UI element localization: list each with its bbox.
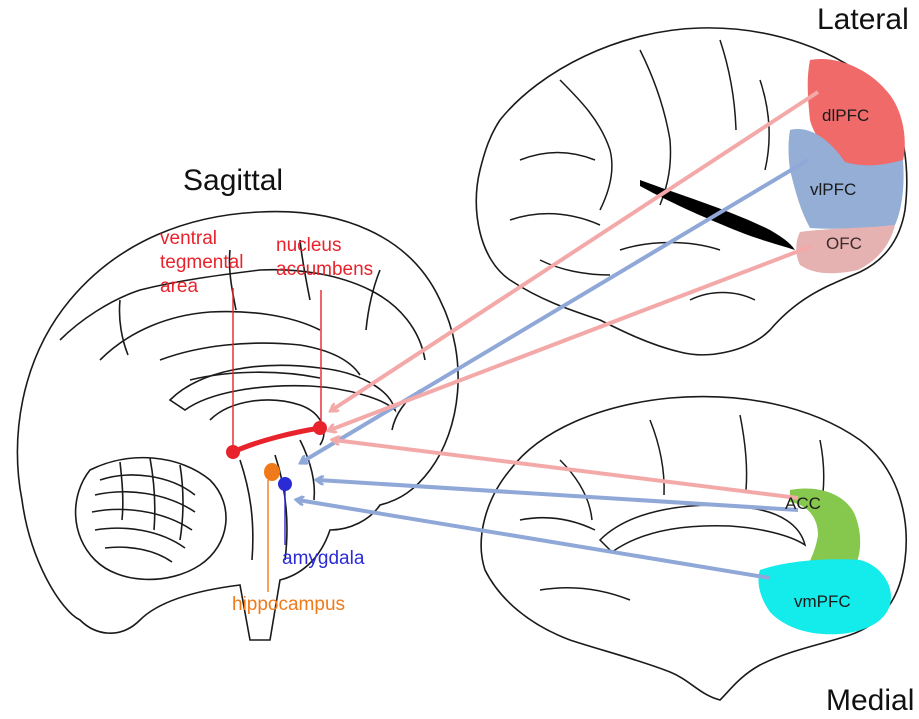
cerebellum bbox=[76, 458, 226, 580]
nac-label-line2: accumbens bbox=[276, 259, 373, 282]
lateral-title: Lateral bbox=[817, 2, 909, 38]
dlpfc-label: dlPFC bbox=[822, 106, 869, 126]
corpus-callosum bbox=[170, 365, 395, 410]
amygdala-dot bbox=[278, 477, 292, 491]
vmpfc-label: vmPFC bbox=[794, 592, 851, 612]
sagittal-cortex-outline bbox=[17, 212, 458, 640]
vta-nac-connection bbox=[233, 428, 320, 452]
sagittal-brain bbox=[17, 212, 458, 640]
label-leaders bbox=[233, 288, 321, 592]
acc-label: ACC bbox=[785, 494, 821, 514]
sagittal-title: Sagittal bbox=[183, 163, 283, 199]
vta-label-line2: tegmental bbox=[160, 252, 243, 275]
nac-dot bbox=[313, 421, 327, 435]
hippocampus-marker bbox=[264, 463, 280, 481]
vta-label-line3: area bbox=[160, 276, 198, 299]
medial-brain bbox=[481, 397, 906, 700]
ofc-label: OFC bbox=[826, 234, 862, 254]
hippocampus-label: hippocampus bbox=[232, 594, 345, 617]
amygdala-label: amygdala bbox=[282, 548, 364, 571]
nac-label-line1: nucleus bbox=[276, 235, 342, 258]
medial-title: Medial bbox=[826, 683, 914, 719]
vlpfc-label: vlPFC bbox=[810, 180, 856, 200]
vta-label-line1: ventral bbox=[160, 228, 217, 251]
